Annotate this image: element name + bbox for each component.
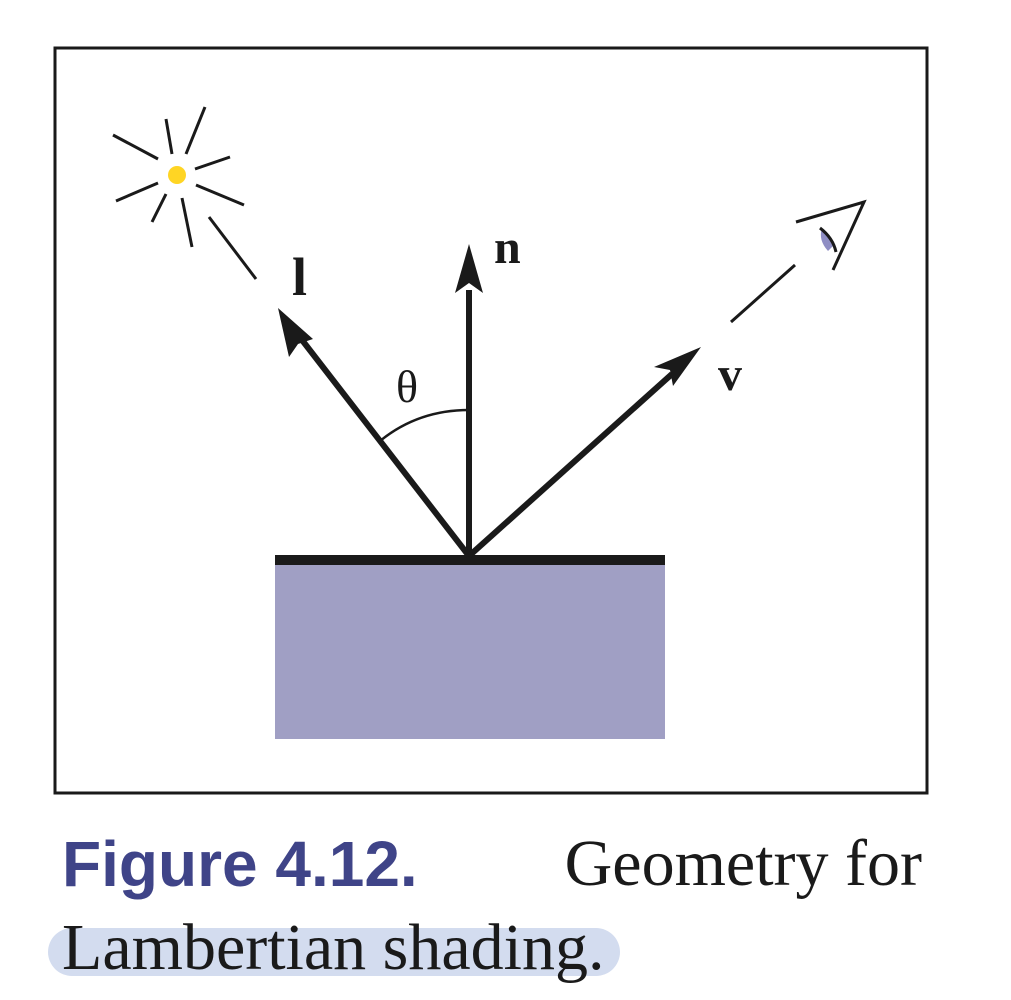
figure-caption: Figure 4.12. Geometry for Lambertian sha… [48,822,942,990]
figure-frame [53,46,929,795]
angle-arc [379,408,470,442]
surface-edge [275,555,665,565]
caption-text-1: Geometry for [564,827,922,900]
caption-line-2: Lambertian shading. [48,906,942,990]
caption-highlight [48,928,620,976]
view-vector-arrowhead [654,347,701,386]
normal-vector-arrowhead [455,244,483,293]
caption-text-2: Lambertian shading. [62,911,605,984]
light-source-icon [112,106,245,248]
view-vector-shaft [466,371,675,559]
light-label: l [292,247,307,307]
light-vector-arrowhead [278,308,313,357]
normal-label: n [494,221,521,274]
view-direction-dash [730,263,796,324]
light-direction-dash [207,216,258,280]
caption-line-1: Figure 4.12. Geometry for [62,822,922,906]
light-vector-shaft [299,338,472,558]
angle-label: θ [396,361,418,412]
view-label: v [718,348,742,401]
figure-number: Figure 4.12. [62,828,418,900]
surface-block [275,562,665,739]
eye-icon [795,199,867,271]
